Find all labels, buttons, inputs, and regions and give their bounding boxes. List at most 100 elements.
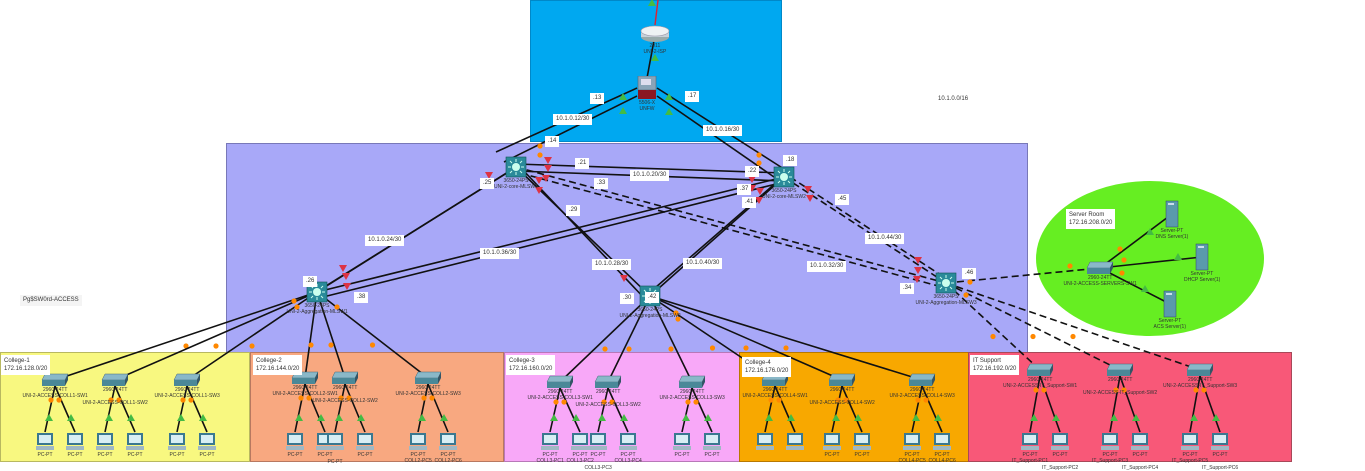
mlsw-icon bbox=[306, 281, 328, 308]
zone3-pc-4[interactable] bbox=[902, 432, 922, 457]
zone4-pc-2[interactable] bbox=[1100, 432, 1120, 457]
mlsw-icon bbox=[505, 156, 527, 183]
subnet-tag: 10.1.0.40/30 bbox=[683, 258, 723, 269]
port-indicator bbox=[537, 152, 543, 158]
zone2-pc-0[interactable] bbox=[540, 432, 560, 457]
port-indicator bbox=[651, 54, 659, 61]
port-indicator bbox=[357, 414, 365, 421]
device-model-label: PC-PT bbox=[97, 452, 113, 458]
zone3-pc-1[interactable] bbox=[785, 432, 805, 457]
college4-title: College-4 bbox=[745, 360, 771, 366]
zone2-pc-3[interactable] bbox=[618, 432, 638, 457]
server-room-subnet: 172.16.208.0/20 bbox=[1069, 220, 1113, 226]
device-model-label: PC-PT bbox=[127, 452, 143, 458]
port-indicator bbox=[756, 188, 764, 195]
device-name-label: COLL4-PC6 bbox=[928, 458, 956, 464]
port-indicator bbox=[598, 414, 606, 421]
device-name-label: UNI-2-ACCESS-SERVERS-SW1 bbox=[1063, 281, 1137, 287]
port-indicator bbox=[550, 414, 558, 421]
pc-icon bbox=[540, 432, 560, 457]
zone2-pc-4[interactable] bbox=[672, 432, 692, 457]
server-2[interactable] bbox=[1163, 290, 1177, 323]
zone4-switch-1[interactable] bbox=[1106, 363, 1134, 382]
zone3-pc-5[interactable] bbox=[932, 432, 952, 457]
ip-tag: .45 bbox=[835, 194, 850, 205]
port-indicator bbox=[485, 172, 493, 179]
zone0-pc-5[interactable] bbox=[197, 432, 217, 457]
zone1-pc-4[interactable] bbox=[408, 432, 428, 457]
port-indicator bbox=[804, 186, 812, 193]
zone2-pc-2[interactable] bbox=[588, 432, 608, 457]
port-indicator bbox=[619, 93, 627, 100]
zone1-switch-2[interactable] bbox=[414, 371, 442, 390]
server-0[interactable] bbox=[1165, 200, 1179, 233]
port-indicator bbox=[1190, 414, 1198, 421]
port-indicator bbox=[1119, 270, 1125, 276]
mlsw-icon bbox=[773, 166, 795, 193]
link-core2-agg3 bbox=[789, 176, 951, 282]
port-indicator bbox=[1141, 285, 1149, 292]
aggregation-switch-3[interactable] bbox=[935, 272, 957, 299]
server-room-switch[interactable] bbox=[1086, 261, 1114, 280]
zone3-pc-0[interactable] bbox=[755, 432, 775, 457]
zone4-pc-0[interactable] bbox=[1020, 432, 1040, 457]
zone4-switch-0[interactable] bbox=[1026, 363, 1054, 382]
firewall-icon bbox=[637, 75, 657, 105]
zone0-pc-2[interactable] bbox=[95, 432, 115, 457]
zone0-switch-0[interactable] bbox=[41, 373, 69, 392]
device-name-label: IT_Support-PC4 bbox=[1122, 464, 1159, 471]
port-indicator bbox=[542, 175, 550, 182]
device-name-label: IT_Support-PC5 bbox=[1172, 458, 1209, 464]
zone0-pc-1[interactable] bbox=[65, 432, 85, 457]
port-indicator bbox=[914, 257, 922, 264]
pc-icon bbox=[125, 432, 145, 457]
device-model-label: 2960-24TT bbox=[1108, 377, 1133, 383]
device-model-label: 3650-24PS bbox=[637, 307, 663, 313]
port-indicator bbox=[127, 414, 135, 421]
isp-router[interactable] bbox=[640, 25, 670, 48]
zone0-pc-3[interactable] bbox=[125, 432, 145, 457]
zone1-switch-1[interactable] bbox=[331, 371, 359, 390]
link-core2-agg2 bbox=[649, 176, 785, 297]
zone2-switch-2[interactable] bbox=[678, 375, 706, 394]
zone0-pc-4[interactable] bbox=[167, 432, 187, 457]
isp-uplink bbox=[654, 0, 659, 26]
zone2-pc-5[interactable] bbox=[702, 432, 722, 457]
core-switch-2[interactable] bbox=[773, 166, 795, 193]
zone4-pc-1[interactable] bbox=[1050, 432, 1070, 457]
zone4-pc-4[interactable] bbox=[1180, 432, 1200, 457]
port-indicator bbox=[934, 414, 942, 421]
zone4-pc-3[interactable] bbox=[1130, 432, 1150, 457]
zone1-pc-0[interactable] bbox=[285, 432, 305, 457]
zone0-pc-0[interactable] bbox=[35, 432, 55, 457]
college3-title: College-3 bbox=[509, 358, 535, 364]
ip-tag: .17 bbox=[685, 91, 700, 102]
zone0-switch-1[interactable] bbox=[101, 373, 129, 392]
link-access-pc bbox=[334, 383, 346, 433]
zone3-pc-2[interactable] bbox=[822, 432, 842, 457]
server-1[interactable] bbox=[1195, 243, 1209, 276]
zone3-switch-2[interactable] bbox=[908, 373, 936, 392]
firewall[interactable] bbox=[637, 75, 657, 105]
subnet-tag: 10.1.0.16/30 bbox=[703, 125, 743, 136]
zone4-pc-5[interactable] bbox=[1210, 432, 1230, 457]
port-indicator bbox=[682, 414, 690, 421]
device-name-label: UNI-2-ACCESS-COLL4-SW1 bbox=[742, 393, 808, 399]
zone0-switch-2[interactable] bbox=[173, 373, 201, 392]
zone3-pc-3[interactable] bbox=[852, 432, 872, 457]
zone4-switch-2[interactable] bbox=[1186, 363, 1214, 382]
port-indicator bbox=[913, 276, 921, 283]
zone3-switch-1[interactable] bbox=[828, 373, 856, 392]
zone2-switch-0[interactable] bbox=[546, 375, 574, 394]
zone2-pc-1[interactable] bbox=[570, 432, 590, 457]
core-switch-1[interactable] bbox=[505, 156, 527, 183]
link-core1-core2 bbox=[515, 163, 785, 174]
aggregation-switch-1[interactable] bbox=[306, 281, 328, 308]
device-model-label: PC-PT bbox=[410, 452, 426, 458]
zone1-pc-5[interactable] bbox=[438, 432, 458, 457]
zone2-switch-1[interactable] bbox=[594, 375, 622, 394]
zone1-pc-3[interactable] bbox=[355, 432, 375, 457]
device-model-label: 3650-24PS bbox=[771, 188, 797, 194]
zone1-pc-2[interactable] bbox=[325, 432, 345, 457]
